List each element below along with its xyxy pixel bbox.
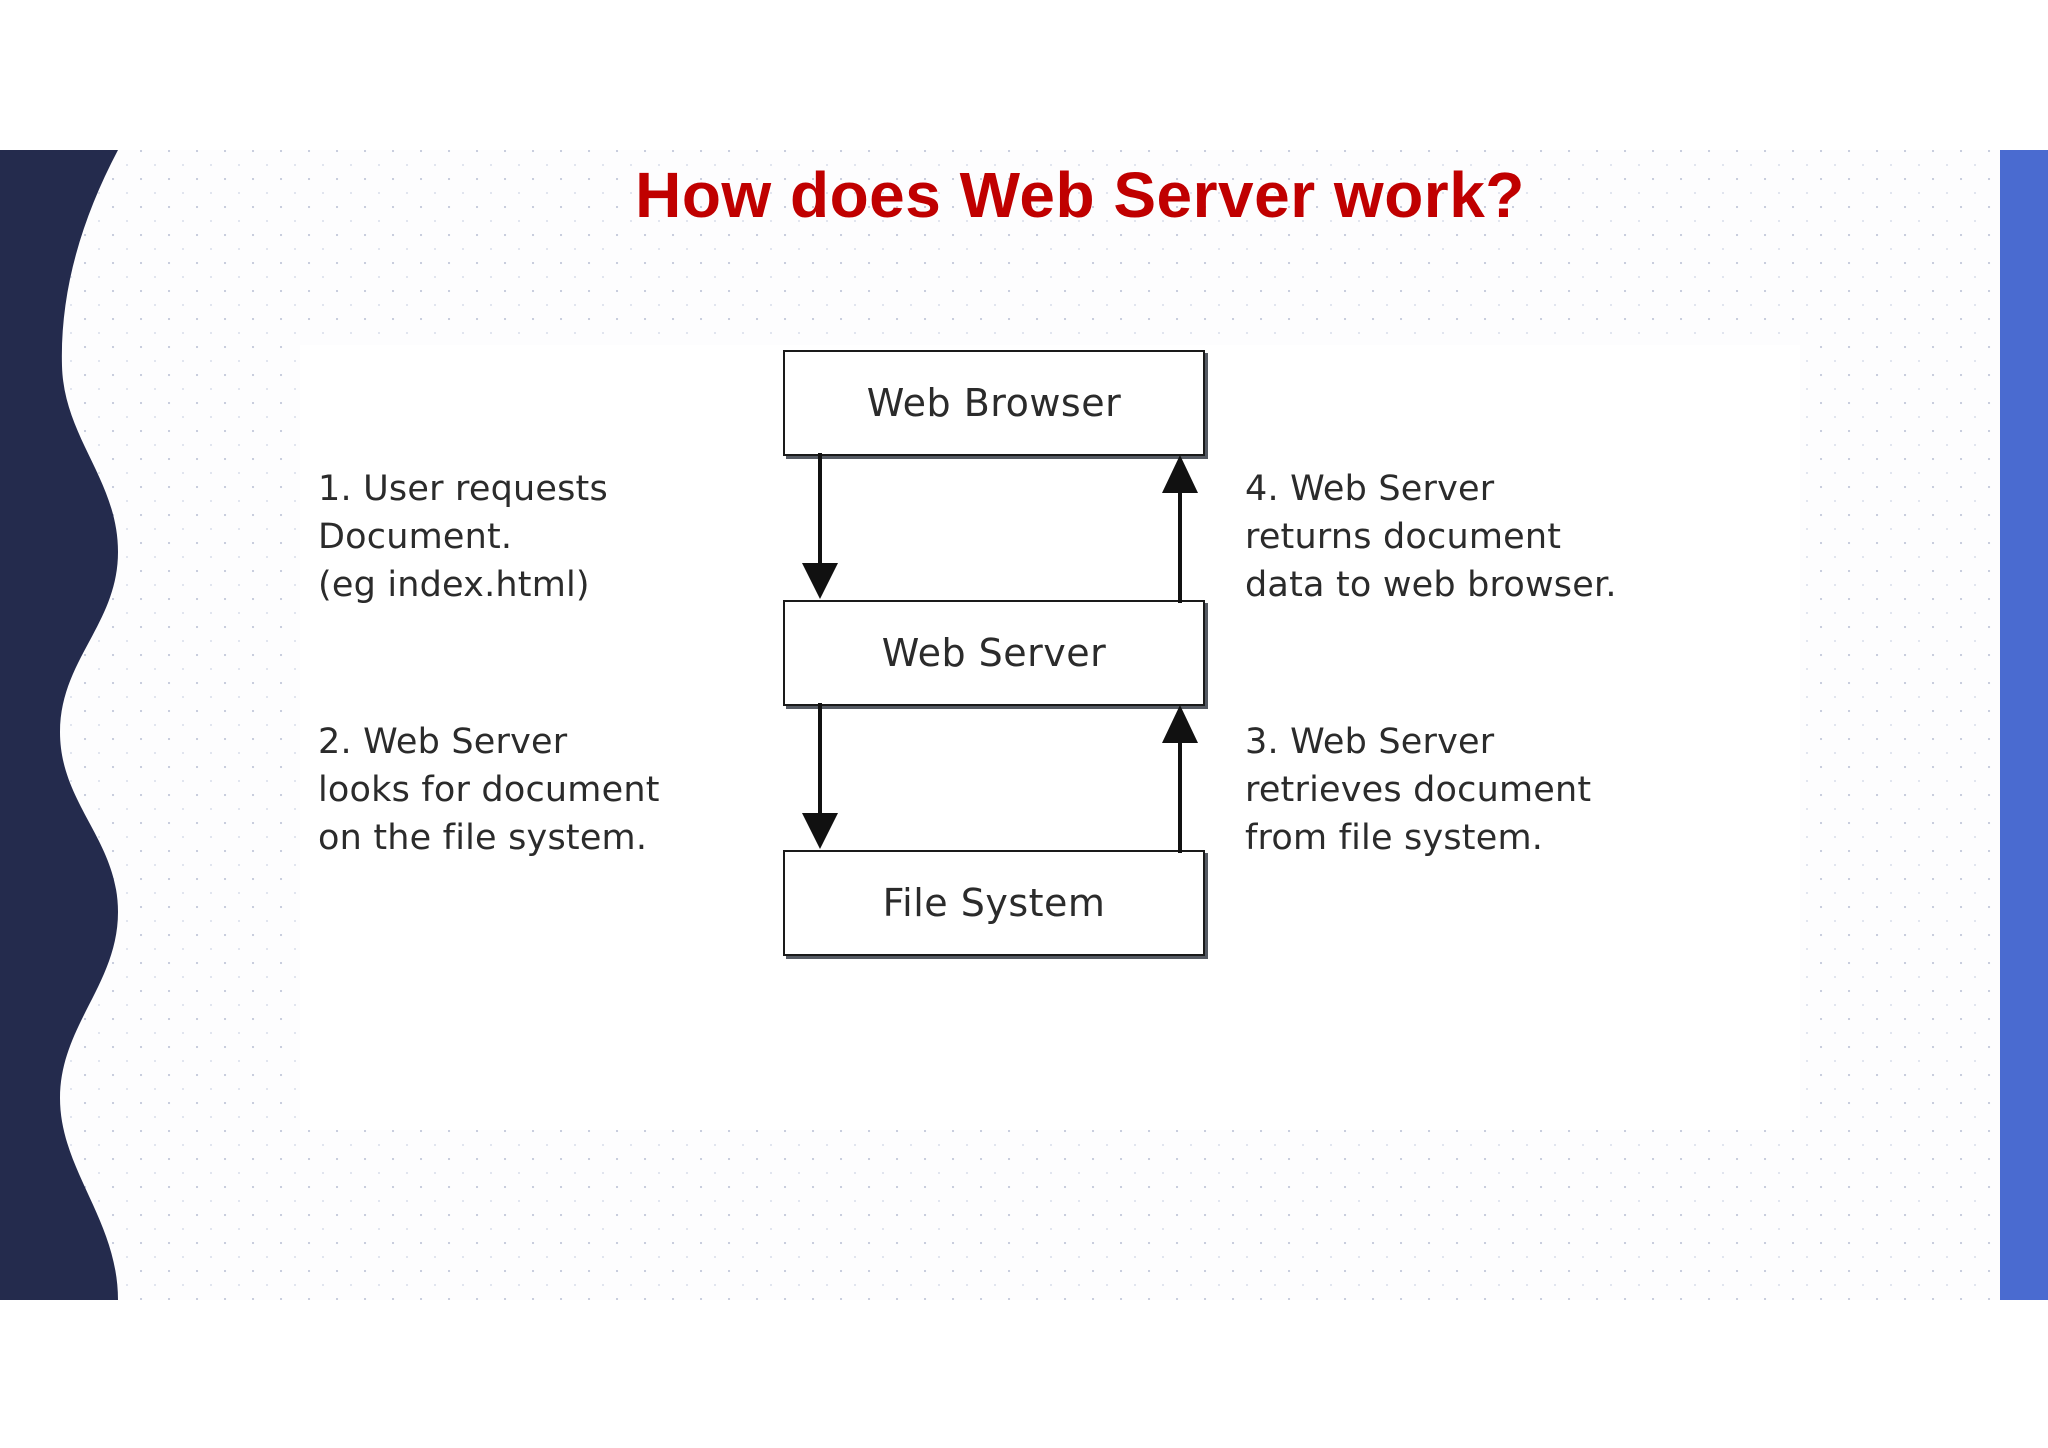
diagram-note-step-2: 2. Web Server looks for document on the … bbox=[318, 722, 660, 858]
left-navy-wave-decoration bbox=[0, 150, 118, 1300]
diagram-box-label: Web Server bbox=[881, 631, 1107, 675]
diagram-note-step-3: 3. Web Server retrieves document from fi… bbox=[1245, 722, 1592, 858]
slide-canvas: How does Web Server work? Web Browser We… bbox=[0, 150, 2048, 1300]
diagram-note-step-4: 4. Web Server returns document data to w… bbox=[1245, 469, 1617, 605]
diagram-box-label: Web Browser bbox=[866, 381, 1122, 425]
arrow-up-server-to-browser bbox=[1162, 455, 1198, 603]
diagram-note-step-1: 1. User requests Document. (eg index.htm… bbox=[318, 469, 608, 605]
diagram-box-web-server: Web Server bbox=[783, 600, 1205, 706]
page-title: How does Web Server work? bbox=[635, 159, 1525, 231]
arrow-up-file-system-to-server bbox=[1162, 705, 1198, 853]
diagram-box-file-system: File System bbox=[783, 850, 1205, 956]
diagram-box-web-browser: Web Browser bbox=[783, 350, 1205, 456]
arrow-down-server-to-file-system bbox=[802, 703, 838, 849]
right-blue-accent-bar bbox=[2000, 150, 2048, 1300]
web-server-flow-diagram: Web Browser Web Server File System bbox=[300, 345, 1800, 1130]
arrow-down-browser-to-server bbox=[802, 453, 838, 599]
diagram-box-label: File System bbox=[882, 881, 1106, 925]
